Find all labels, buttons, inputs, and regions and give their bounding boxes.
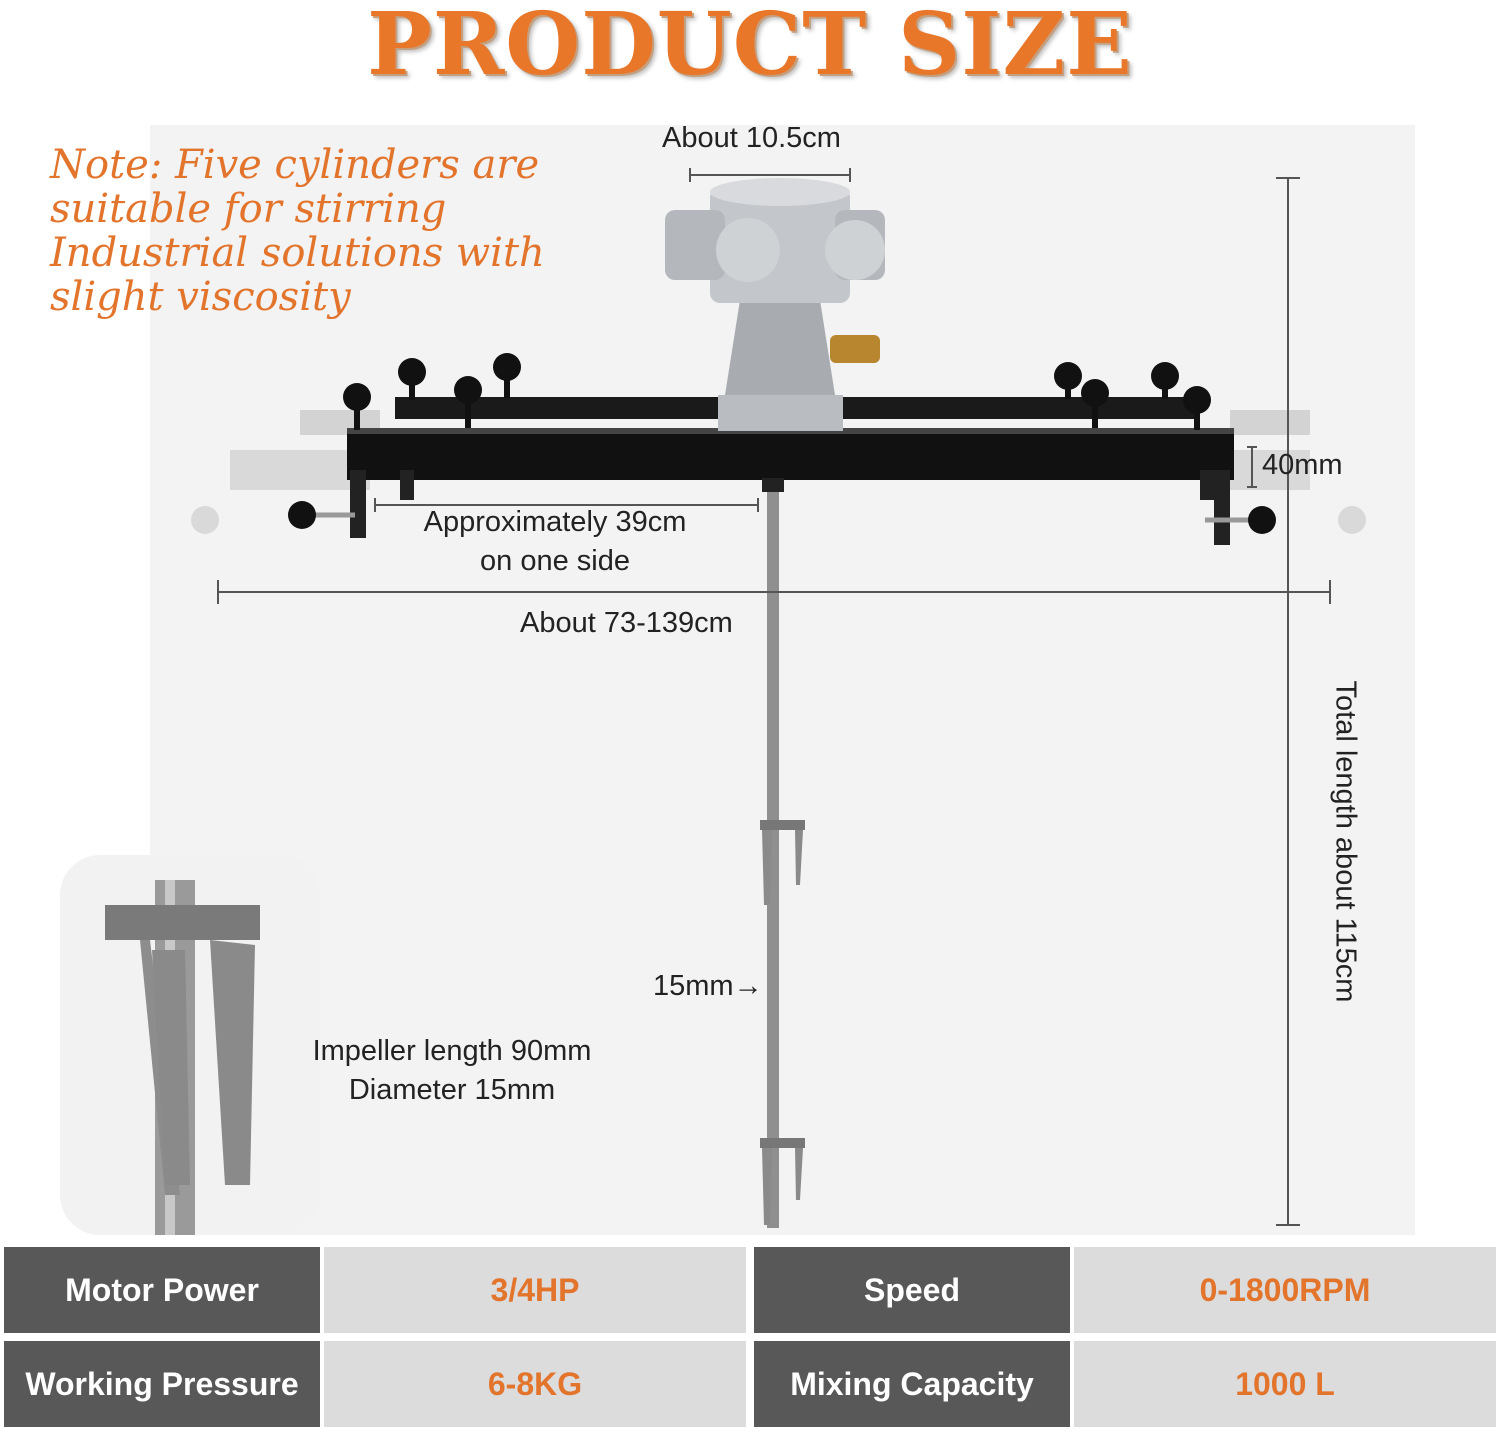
spec-value-working-pressure: 6-8KG bbox=[324, 1341, 746, 1427]
spec-label-mixing-capacity: Mixing Capacity bbox=[754, 1341, 1070, 1427]
one-side-line2: on one side bbox=[480, 545, 630, 577]
page-title: PRODUCT SIZE bbox=[367, 0, 1133, 95]
spec-label-motor-power: Motor Power bbox=[4, 1247, 320, 1333]
impeller-line1: Impeller length 90mm bbox=[312, 1035, 592, 1067]
spec-value-mixing-capacity: 1000 L bbox=[1074, 1341, 1496, 1427]
one-side-line1: Approximately 39cm bbox=[423, 506, 687, 538]
spec-value-speed: 0-1800RPM bbox=[1074, 1247, 1496, 1333]
spec-table: Motor Power 3/4HP Speed 0-1800RPM Workin… bbox=[4, 1247, 1496, 1429]
spec-value-motor-power: 3/4HP bbox=[324, 1247, 746, 1333]
top-width-label: About 10.5cm bbox=[662, 122, 841, 154]
shaft-diameter-label: 15mm→ bbox=[653, 970, 763, 1002]
beam-height-label: 40mm bbox=[1262, 449, 1343, 481]
impeller-detail-image bbox=[105, 880, 260, 1235]
one-side-length-label: Approximately 39cm on one side bbox=[360, 503, 750, 581]
total-width-label: About 73-139cm bbox=[520, 607, 733, 639]
spec-label-working-pressure: Working Pressure bbox=[4, 1341, 320, 1427]
impeller-spec-label: Impeller length 90mm Diameter 15mm bbox=[282, 1032, 622, 1110]
usage-note: Note: Five cylinders are suitable for st… bbox=[50, 142, 545, 320]
impeller-line2: Diameter 15mm bbox=[348, 1074, 556, 1106]
total-length-label: Total length about 115cm bbox=[1329, 680, 1362, 1003]
spec-label-speed: Speed bbox=[754, 1247, 1070, 1333]
